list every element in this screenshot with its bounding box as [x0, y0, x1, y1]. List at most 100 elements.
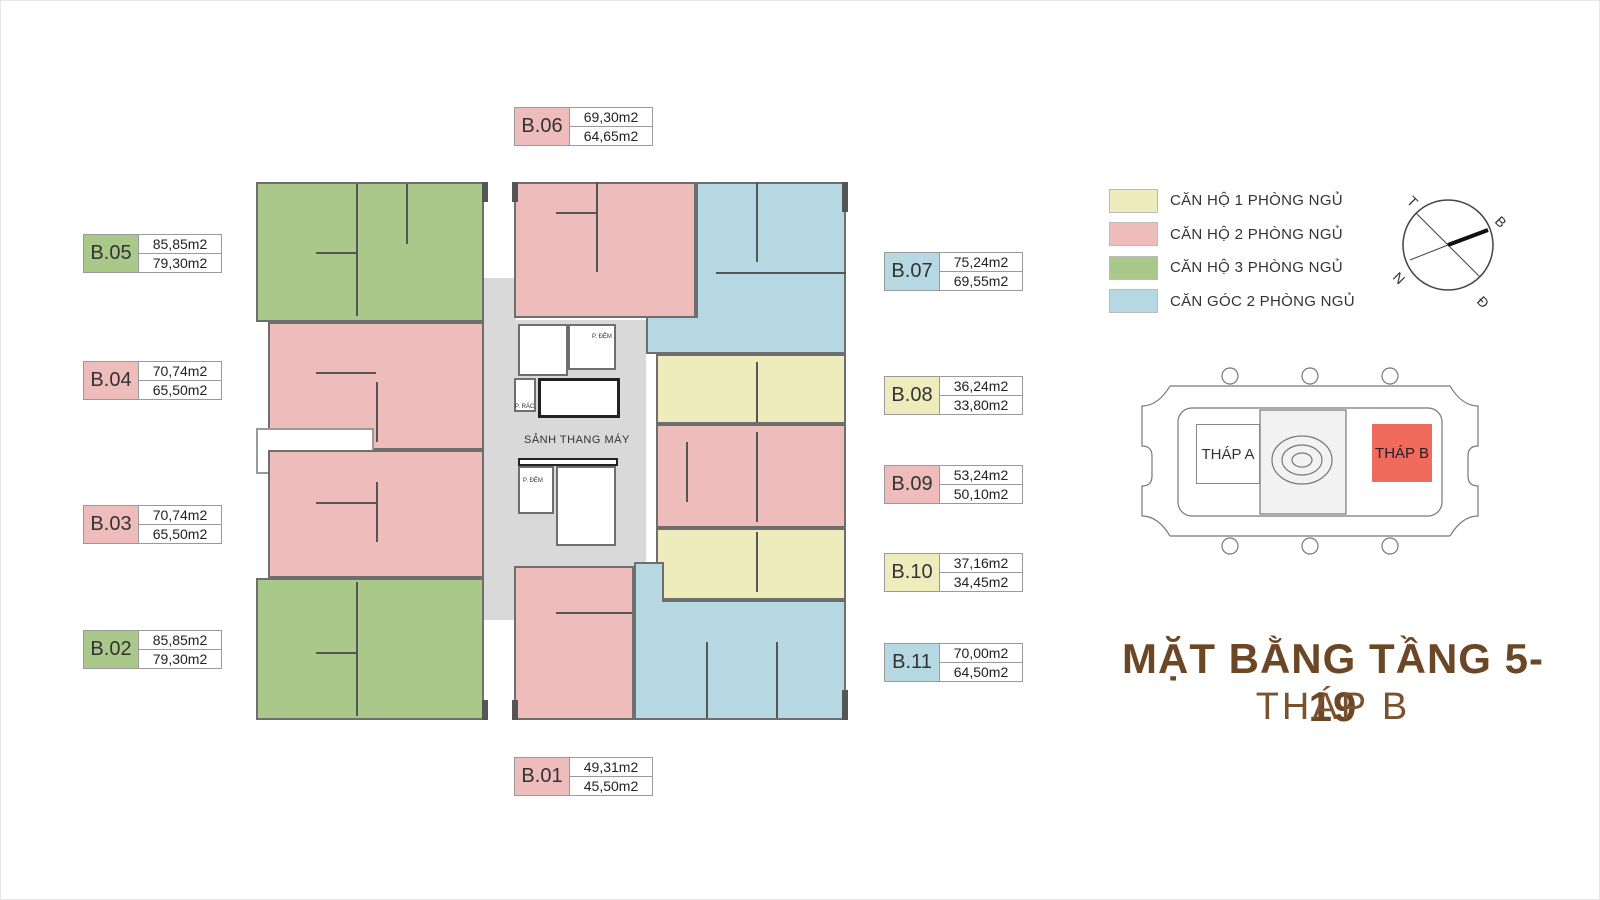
unit-b09-plan — [656, 424, 846, 528]
page-title: MẶT BẰNG TẦNG 5-19 — [1122, 635, 1544, 730]
partition — [376, 382, 378, 442]
unit-b11-plan — [634, 600, 846, 720]
buffer-room-1 — [568, 324, 616, 370]
unit-code: B.09 — [885, 466, 940, 503]
legend-label: CĂN HỘ 2 PHÒNG NGỦ — [1170, 225, 1343, 243]
buffer-room-1-label: P. ĐỆM — [592, 334, 612, 340]
unit-area-net: 79,30m2 — [152, 255, 208, 271]
unit-code: B.01 — [515, 758, 570, 795]
unit-code: B.03 — [84, 506, 139, 543]
tower-a-label: THÁP A — [1201, 445, 1255, 463]
stair-2 — [556, 466, 616, 546]
site-outline — [1141, 367, 1479, 555]
elevator-lobby-label: SẢNH THANG MÁY — [524, 434, 630, 446]
partition — [376, 482, 378, 542]
unit-area-gross: 85,85m2 — [139, 235, 221, 254]
legend-item: CĂN HỘ 3 PHÒNG NGỦ — [1109, 251, 1355, 285]
stair-1 — [518, 324, 568, 376]
unit-code: B.04 — [84, 362, 139, 399]
unit-area-net: 79,30m2 — [152, 651, 208, 667]
legend-swatch — [1109, 289, 1158, 314]
unit-area-gross: 75,24m2 — [940, 253, 1022, 272]
legend-label: CĂN HỘ 3 PHÒNG NGỦ — [1170, 259, 1343, 277]
unit-area-net: 69,55m2 — [953, 273, 1009, 289]
unit-area-net: 50,10m2 — [953, 486, 1009, 502]
buffer-room-2-label: P. ĐỆM — [523, 478, 543, 484]
unit-b02-plan — [256, 578, 484, 720]
partition — [406, 184, 408, 244]
partition — [596, 182, 598, 272]
unit-area-gross: 36,24m2 — [940, 377, 1022, 396]
unit-area-gross: 70,74m2 — [139, 362, 221, 381]
legend: CĂN HỘ 1 PHÒNG NGỦ CĂN HỘ 2 PHÒNG NGỦ CĂ… — [1109, 184, 1355, 318]
legend-swatch — [1109, 222, 1158, 247]
partition — [356, 184, 358, 316]
partition — [316, 372, 376, 374]
unit-code: B.10 — [885, 554, 940, 591]
legend-item: CĂN HỘ 2 PHÒNG NGỦ — [1109, 218, 1355, 252]
unit-code: B.08 — [885, 377, 940, 414]
compass-label-t: T — [1404, 193, 1422, 211]
partition — [356, 582, 358, 716]
page-subtitle: THÁP B — [1255, 686, 1411, 728]
unit-area-gross: 70,00m2 — [940, 644, 1022, 663]
unit-area-net: 64,65m2 — [583, 128, 639, 144]
unit-code: B.07 — [885, 253, 940, 290]
column — [512, 182, 518, 202]
unit-b07-plan-lower — [646, 318, 846, 354]
partition — [756, 362, 758, 422]
elevator-bank-1 — [538, 378, 620, 418]
compass-label-n: N — [1390, 269, 1408, 287]
unit-area-gross: 70,74m2 — [139, 506, 221, 525]
compass-label-b: B — [1492, 213, 1510, 231]
partition — [706, 642, 708, 718]
elevator-bank-2 — [518, 458, 618, 466]
column — [842, 690, 848, 720]
site-key-plan: THÁP A THÁP B — [1130, 364, 1490, 560]
compass-icon: T B N Đ — [1390, 193, 1510, 310]
partition — [316, 652, 356, 654]
partition — [756, 432, 758, 522]
legend-item: CĂN GÓC 2 PHÒNG NGỦ — [1109, 285, 1355, 319]
column — [482, 182, 488, 202]
unit-area-net: 45,50m2 — [583, 778, 639, 794]
legend-swatch — [1109, 188, 1158, 213]
column — [512, 700, 518, 720]
unit-area-net: 33,80m2 — [953, 397, 1009, 413]
unit-area-gross: 37,16m2 — [940, 554, 1022, 573]
legend-label: CĂN HỘ 1 PHÒNG NGỦ — [1170, 192, 1343, 210]
tower-b-label: THÁP B — [1375, 444, 1429, 462]
unit-area-gross: 53,24m2 — [940, 466, 1022, 485]
partition — [316, 252, 356, 254]
unit-b05-plan — [256, 182, 484, 322]
partition — [756, 532, 758, 592]
unit-area-gross: 85,85m2 — [139, 631, 221, 650]
partition — [776, 642, 778, 718]
partition — [756, 182, 758, 262]
unit-area-net: 65,50m2 — [152, 526, 208, 542]
partition — [686, 442, 688, 502]
unit-area-net: 65,50m2 — [152, 382, 208, 398]
partition — [556, 212, 596, 214]
unit-b11-plan-upper — [634, 562, 664, 602]
trash-room-label: P. RÁC — [515, 404, 535, 410]
legend-label: CĂN GÓC 2 PHÒNG NGỦ — [1170, 292, 1355, 310]
buffer-room-2 — [518, 466, 554, 514]
tower-a-box: THÁP A — [1196, 424, 1260, 484]
compass-label-d: Đ — [1474, 293, 1492, 310]
unit-area-gross: 49,31m2 — [570, 758, 652, 777]
tower-b-box: THÁP B — [1372, 424, 1432, 482]
unit-code: B.06 — [515, 108, 570, 145]
unit-b08-plan — [656, 354, 846, 424]
unit-b10-plan — [656, 528, 846, 600]
column — [482, 700, 488, 720]
